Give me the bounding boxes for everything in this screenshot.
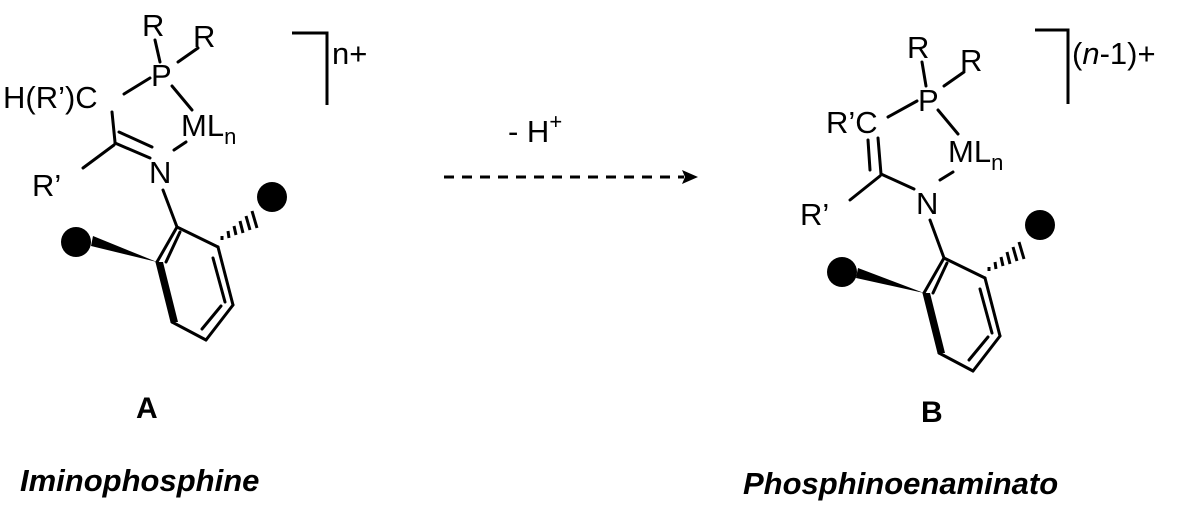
b-charge-open: ( [1072, 36, 1083, 71]
a-bond-n-aryl [161, 188, 179, 229]
a-bond-p-r2 [176, 46, 200, 64]
b-bond-p-r1 [920, 60, 928, 88]
b-bond-c-n [879, 172, 916, 191]
a-compound-label: A [136, 392, 158, 425]
b-atom-r-top2: R [960, 43, 982, 78]
a-compound-name: Iminophosphine [20, 463, 259, 498]
a-ring-2 [216, 245, 235, 307]
b-ring-bold-edge [924, 293, 945, 353]
b-atom-rc: R’C [826, 105, 878, 140]
a-charge-bracket [292, 31, 329, 105]
a-charge: n+ [332, 36, 367, 71]
a-bond-c-c [110, 110, 117, 144]
b-ring-1 [942, 256, 987, 280]
a-ring-1 [175, 225, 220, 249]
a-atom-n: N [149, 155, 171, 190]
a-ring-inner-1 [211, 256, 227, 304]
b-bond-c-rprime [848, 174, 882, 202]
reagent-sup: + [549, 109, 562, 134]
a-atom-r-top1: R [142, 8, 164, 43]
b-compound-name: Phosphinoenaminato [743, 466, 1058, 501]
b-bond-p-r2 [942, 70, 966, 88]
b-bond-cc-2 [866, 138, 872, 172]
a-bond-c-rprime [81, 143, 116, 170]
structure-a: R R P H(R’)C MLn N R’ n+ A Iminophosphin… [3, 8, 367, 498]
a-ring-4 [170, 320, 208, 342]
a-bond-cn-1 [113, 141, 152, 160]
b-charge-n: n [1082, 36, 1099, 71]
structure-b: R R P R’C MLn N R’ (n-1)+ B Phosphinoena… [743, 28, 1156, 501]
a-wedge-methyl [91, 236, 157, 262]
a-atom-l-text: L [207, 108, 224, 143]
dashed-arrow-head [682, 170, 698, 184]
a-ring-6 [155, 225, 179, 264]
a-ring-bold-edge [157, 262, 178, 322]
a-bond-p-r1 [153, 38, 162, 64]
b-bond-n-m [938, 170, 955, 182]
b-compound-label: B [921, 396, 943, 429]
b-ring-2 [983, 276, 1002, 338]
a-hash-methyl [220, 210, 259, 240]
b-methyl-left-dot [827, 257, 857, 287]
a-atom-hrc: H(R’)C [3, 80, 98, 115]
a-ring-3 [204, 303, 235, 342]
b-atom-p: P [918, 83, 939, 118]
b-charge: (n-1)+ [1072, 36, 1156, 71]
a-bond-n-m [172, 140, 188, 152]
a-methyl-right-dot [257, 182, 287, 212]
b-hash-methyl [987, 241, 1026, 271]
b-wedge-methyl [856, 268, 924, 293]
b-atom-l-sub: n [991, 150, 1003, 175]
b-atom-m: MLn [948, 134, 1003, 175]
b-atom-r-top1: R [907, 30, 929, 65]
b-ring-inner-2 [967, 335, 990, 362]
b-bond-c-p [886, 99, 919, 119]
a-atom-m: MLn [181, 108, 236, 149]
b-ring-inner-1 [978, 287, 994, 335]
a-ring-inner-2 [200, 304, 223, 331]
b-ring-inner-3 [931, 261, 949, 295]
a-atom-rprime: R’ [32, 168, 61, 203]
a-bond-p-m [170, 84, 194, 112]
b-ring-4 [937, 351, 975, 373]
b-ring-6 [922, 256, 946, 295]
reaction-arrow-group: - H+ [444, 109, 698, 184]
a-bond-c-p [122, 76, 152, 96]
b-methyl-right-dot [1025, 210, 1055, 240]
a-methyl-left-dot [61, 227, 91, 257]
b-charge-rest: -1)+ [1100, 36, 1156, 71]
reagent-text: - H [508, 114, 549, 149]
b-atom-m-text: M [948, 134, 974, 169]
b-bond-p-m [936, 108, 960, 136]
a-atom-r-top2: R [193, 19, 215, 54]
a-ring-inner-3 [164, 230, 182, 264]
a-bond-cn-2 [117, 130, 154, 149]
a-atom-p: P [151, 58, 172, 93]
b-atom-n: N [916, 186, 938, 221]
b-bond-cc-1 [876, 136, 883, 176]
b-atom-rprime: R’ [800, 197, 829, 232]
b-atom-l-text: L [974, 134, 991, 169]
reagent-label: - H+ [508, 109, 562, 149]
b-bond-n-aryl [928, 218, 946, 260]
b-charge-bracket [1035, 28, 1070, 104]
a-atom-l-sub: n [224, 124, 236, 149]
b-ring-3 [971, 334, 1002, 373]
a-atom-m-text: M [181, 108, 207, 143]
